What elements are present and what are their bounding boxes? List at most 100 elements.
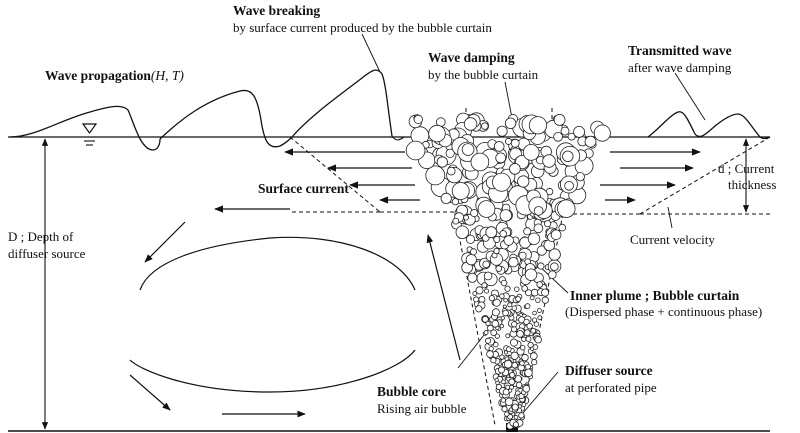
bubble <box>503 360 513 369</box>
bubble <box>517 175 530 188</box>
bubble <box>490 357 497 364</box>
bubble <box>481 122 489 130</box>
bubble <box>499 209 513 222</box>
bubble <box>465 254 477 266</box>
bubble <box>521 353 529 362</box>
bubble <box>465 234 476 244</box>
bubble <box>463 214 470 221</box>
diffuser-source-title: Diffuser source <box>565 363 653 378</box>
bubble <box>527 232 541 246</box>
bubble <box>499 230 507 238</box>
bubble <box>492 172 512 192</box>
bubble <box>530 288 539 297</box>
bubble <box>550 262 559 272</box>
bubble <box>463 117 478 131</box>
bubble-curtain <box>405 112 611 430</box>
bubble <box>524 268 538 281</box>
bubble <box>532 310 537 316</box>
bubble <box>455 225 470 239</box>
bubble <box>525 336 532 342</box>
bubble <box>451 182 470 200</box>
bubble <box>509 384 515 390</box>
bubble <box>520 345 526 351</box>
bubble <box>522 384 531 393</box>
bubble <box>515 296 521 302</box>
bubble <box>532 344 539 350</box>
transmitted-wave <box>647 111 771 140</box>
bubble <box>485 320 491 327</box>
bubble <box>502 388 510 396</box>
bubble <box>534 336 542 344</box>
bubble <box>521 402 527 408</box>
bubble <box>493 247 500 255</box>
bubble <box>516 330 524 338</box>
bubble <box>548 270 557 279</box>
bubble <box>524 303 531 309</box>
bubble <box>511 362 518 369</box>
bubble <box>413 114 423 125</box>
bubble <box>494 333 500 339</box>
bubble <box>507 302 513 308</box>
bubble <box>550 229 562 241</box>
bubble <box>505 333 511 339</box>
bubble <box>493 235 501 243</box>
plume-phases-label: (Dispersed phase + continuous phase) <box>565 304 762 319</box>
bubble <box>486 350 494 358</box>
bubble <box>518 251 527 260</box>
bubble <box>536 281 543 288</box>
bubble <box>558 223 566 232</box>
bubble <box>531 359 538 366</box>
bubble <box>472 291 478 296</box>
bubble <box>500 279 508 287</box>
bubble <box>499 354 505 360</box>
bubble <box>491 308 500 317</box>
bubble <box>481 315 489 323</box>
wave-breaking-desc: by surface current produced by the bubbl… <box>233 20 492 35</box>
surface-current-label: Surface current <box>258 181 349 196</box>
circulation-loop <box>129 236 416 393</box>
bubble <box>531 317 538 323</box>
bubble <box>473 296 480 303</box>
bubble <box>525 289 533 297</box>
bubble <box>515 381 523 389</box>
bubble <box>497 366 505 374</box>
inner-plume-label: Inner plume ; Bubble curtain <box>570 288 740 303</box>
bubble <box>543 220 552 228</box>
bubble <box>490 329 498 337</box>
bubble <box>493 141 505 152</box>
bubble <box>488 346 494 352</box>
bubble <box>575 172 585 182</box>
bubble <box>488 295 495 302</box>
bubble <box>484 288 490 294</box>
current-thickness-label-1: d ; Current <box>718 161 775 176</box>
breaking-wave-trough <box>391 135 405 141</box>
bubble <box>491 319 500 328</box>
bubble <box>537 262 545 270</box>
bubble <box>469 248 477 256</box>
bubble <box>529 295 535 301</box>
wave-breaking-title: Wave breaking <box>233 3 320 18</box>
bubble <box>511 403 519 411</box>
bubble <box>495 265 503 272</box>
bubble <box>509 338 518 347</box>
bubble <box>504 285 511 292</box>
bubble <box>495 380 500 386</box>
leader-lines <box>361 33 706 414</box>
bubble <box>475 286 484 295</box>
bubble <box>508 378 516 386</box>
bubble <box>405 140 426 161</box>
bubble <box>518 412 525 419</box>
incoming-wave-1 <box>9 105 161 151</box>
bubble <box>512 421 519 428</box>
bubble <box>485 337 492 344</box>
bubble <box>425 165 446 186</box>
bubble <box>428 124 446 143</box>
bubble <box>584 135 597 148</box>
bubble <box>510 138 520 148</box>
bubble <box>510 351 519 360</box>
bubble <box>446 166 456 176</box>
transmitted-wave-desc: after wave damping <box>628 60 732 75</box>
bubble <box>523 318 530 326</box>
bubble-core-desc: Rising air bubble <box>377 401 467 416</box>
